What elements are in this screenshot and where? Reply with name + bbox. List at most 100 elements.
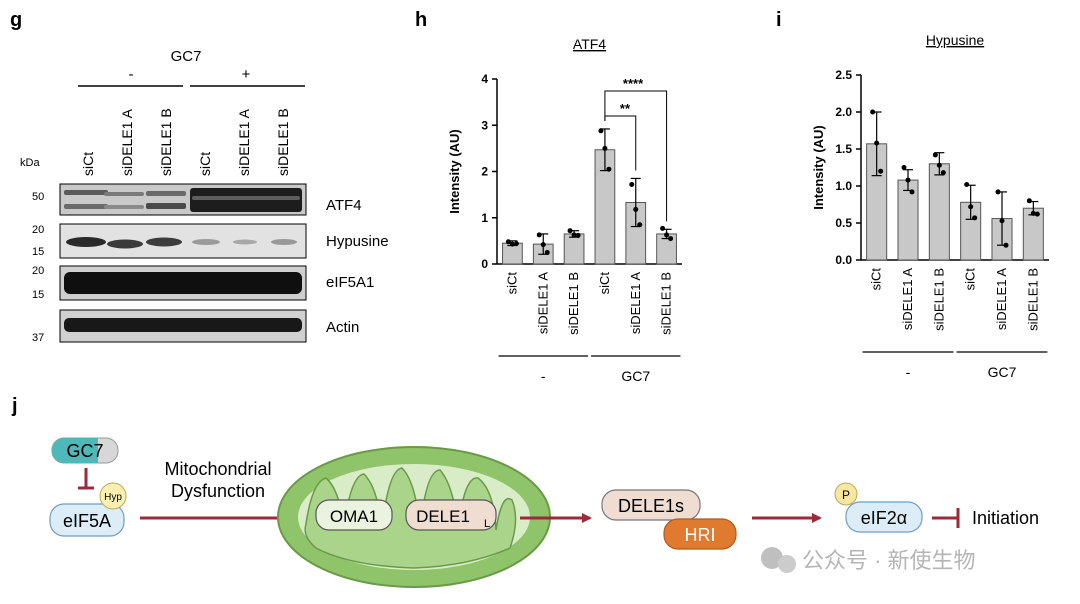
stress-label-line2: Dysfunction (171, 481, 265, 501)
data-point (575, 232, 581, 238)
data-point (629, 181, 635, 187)
initiation-label: Initiation (972, 508, 1039, 528)
data-point (1030, 210, 1036, 216)
phospho-badge: P (842, 488, 850, 502)
marker-15: 15 (32, 246, 44, 258)
data-point (932, 152, 938, 158)
blot-row-label: eIF5A1 (326, 274, 374, 291)
y-tick-label: 2.0 (835, 105, 852, 119)
eif2a-node: eIF2α P (834, 482, 923, 533)
stress-label-line1: Mitochondrial (164, 459, 271, 479)
x-tick-label: siDELE1 B (566, 272, 581, 335)
blot-actin (59, 309, 307, 343)
dele1s-node: DELE1s (601, 489, 701, 521)
data-point (972, 215, 978, 221)
data-point (1003, 242, 1009, 248)
data-point (964, 182, 970, 188)
x-tick-label: siDELE1 A (994, 268, 1009, 330)
x-tick-label: siCt (597, 272, 612, 295)
x-tick-label: siDELE1 B (931, 268, 946, 331)
hri-label: HRI (685, 525, 716, 545)
x-tick-label: siDELE1 A (628, 272, 643, 334)
data-point (571, 232, 577, 238)
gc7-pill: GC7 (51, 437, 119, 464)
data-point (602, 145, 608, 151)
data-point (668, 236, 674, 242)
group-label: - (541, 368, 546, 384)
group-label: - (906, 364, 911, 380)
lane-label: siDELE1 A (119, 108, 135, 176)
marker-20: 20 (32, 224, 44, 236)
oma1-node: OMA1 (315, 499, 393, 531)
marker-50: 50 (32, 191, 44, 203)
kda-label: kDa (20, 157, 40, 169)
gc7-label: GC7 (66, 441, 103, 461)
data-point (878, 168, 884, 174)
eif2a-label: eIF2α (861, 508, 907, 528)
eif5a-label: eIF5A (63, 511, 111, 531)
oma1-label: OMA1 (330, 507, 378, 526)
x-tick-label: siCt (504, 272, 519, 295)
panel-j: j GC7 eIF5A Hyp Mitochondrial Dysfunctio… (11, 395, 1039, 588)
data-point (1026, 198, 1032, 204)
bar (1022, 207, 1044, 261)
data-point (874, 140, 880, 146)
y-tick-label: 1.0 (835, 179, 852, 193)
dele1l-subscript: L (484, 518, 490, 530)
y-tick-label: 1 (481, 211, 488, 225)
data-point (540, 242, 546, 248)
data-point (905, 177, 911, 183)
lane-label: siCt (197, 152, 213, 176)
blot-row-label: ATF4 (326, 197, 362, 214)
data-point (968, 204, 974, 210)
marker-15: 15 (32, 289, 44, 301)
y-tick-label: 0.0 (835, 253, 852, 267)
data-point (901, 165, 907, 170)
bar (897, 179, 919, 261)
x-tick-label: siDELE1 B (659, 272, 674, 335)
data-point (940, 170, 946, 176)
significance-label: ** (620, 101, 631, 116)
blot-eif5a1 (59, 265, 307, 301)
x-tick-label: siDELE1 B (1025, 268, 1040, 331)
group-label: GC7 (621, 368, 650, 384)
data-point (909, 189, 915, 195)
blot-hypusine (59, 223, 307, 259)
dele1l-label: DELE1 (416, 507, 470, 526)
data-point (509, 241, 515, 247)
data-point (637, 222, 643, 228)
data-point (999, 218, 1005, 224)
y-axis-label: Intensity (AU) (811, 125, 826, 210)
panel-label-j: j (11, 395, 18, 417)
blot-group-plus: + (242, 66, 251, 83)
lane-label: siDELE1 B (158, 108, 174, 176)
data-point (567, 228, 573, 234)
data-point (660, 225, 666, 231)
eif5a-node: eIF5A Hyp (49, 482, 127, 537)
blot-atf4 (59, 183, 307, 216)
lane-label: siCt (80, 152, 96, 176)
watermark: 公众号 · 新使生物 (761, 547, 976, 573)
marker-20: 20 (32, 265, 44, 277)
chart-title: ATF4 (573, 36, 606, 52)
x-tick-label: siDELE1 A (535, 272, 550, 334)
dele1l-node: DELE1 L (405, 499, 497, 531)
blot-row-label: Actin (326, 319, 359, 336)
x-tick-label: siDELE1 A (900, 268, 915, 330)
hri-node: HRI (663, 518, 737, 550)
panel-g: g GC7 - + siCt siDELE1 A siDELE1 B siCt … (10, 9, 389, 344)
y-tick-label: 2.5 (835, 68, 852, 82)
lane-label: siDELE1 A (236, 108, 252, 176)
y-tick-label: 0 (481, 257, 488, 271)
x-tick-label: siCt (963, 268, 978, 291)
data-point (633, 206, 639, 212)
lane-label: siDELE1 B (275, 108, 291, 176)
dele1s-label: DELE1s (618, 496, 684, 516)
blot-row-label: Hypusine (326, 233, 389, 250)
data-point (505, 239, 511, 245)
group-label: GC7 (988, 364, 1017, 380)
y-tick-label: 2 (481, 165, 488, 179)
